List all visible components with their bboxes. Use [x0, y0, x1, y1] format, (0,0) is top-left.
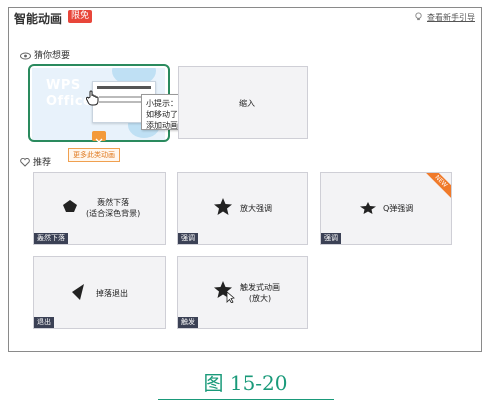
- panel-title: 智能动画: [14, 12, 63, 26]
- card-name: 触发式动画(放大): [240, 283, 280, 303]
- guide-link-label: 查看新手引导: [427, 13, 475, 22]
- card-tag: 退出: [34, 317, 54, 328]
- card-name: 掉落退出: [96, 289, 128, 298]
- figure-caption: 图 15-20: [203, 371, 288, 395]
- eye-icon: [20, 52, 31, 60]
- anim-card-bounce-emphasis[interactable]: Q弹强调 强调 NEW: [320, 172, 452, 245]
- section-recommend-label: 推荐: [33, 158, 52, 168]
- star-shape-icon: [360, 202, 376, 214]
- card-name: 缩入: [239, 99, 255, 108]
- free-badge: 限免: [68, 10, 93, 23]
- card-name: Q弹强调: [383, 204, 414, 213]
- card-name: 轰然下落(适合深色背景): [86, 198, 141, 218]
- anim-card-shrink[interactable]: 缩入: [178, 66, 308, 139]
- caption-underline: [158, 399, 334, 400]
- anim-card-crash-fall[interactable]: 轰然下落(适合深色背景) 轰然下落: [33, 172, 166, 245]
- new-ribbon: NEW: [425, 173, 451, 199]
- card-tag: 强调: [178, 233, 198, 244]
- guide-link[interactable]: 查看新手引导: [414, 12, 475, 23]
- chevron-down-icon: [95, 138, 103, 143]
- anim-card-zoom-emphasis[interactable]: 放大强调 强调: [177, 172, 308, 245]
- card-tag: 轰然下落: [34, 233, 68, 244]
- hand-cursor-icon: [86, 90, 99, 106]
- star-click-icon: [214, 281, 235, 303]
- anim-card-drop-exit[interactable]: 掉落退出 退出: [33, 256, 166, 329]
- triangle-shape-icon: [72, 284, 84, 300]
- more-animations-button[interactable]: 更多此类动画: [68, 148, 120, 162]
- star-shape-icon: [214, 198, 232, 215]
- card-name: 放大强调: [240, 204, 272, 213]
- section-guess-label: 猜你想要: [34, 51, 71, 61]
- card-tag: 触发: [178, 317, 198, 328]
- section-recommend: 推荐: [20, 155, 51, 168]
- heart-icon: [20, 157, 30, 167]
- pentagon-shape-icon: [63, 200, 77, 212]
- expand-more-button[interactable]: [92, 131, 106, 143]
- lightbulb-icon: [415, 12, 422, 21]
- anim-card-trigger-zoom[interactable]: 触发式动画(放大) 触发: [177, 256, 308, 329]
- card-tag: 强调: [321, 233, 341, 244]
- section-guess: 猜你想要: [20, 48, 70, 61]
- wps-logo-text: WPS Office: [46, 78, 93, 109]
